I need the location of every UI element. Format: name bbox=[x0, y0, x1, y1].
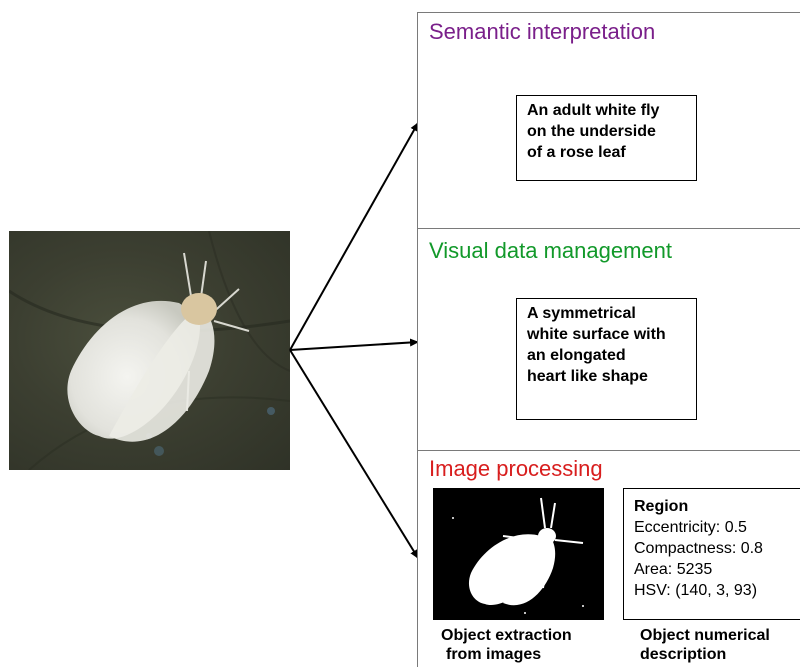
arrow-to-semantic bbox=[289, 122, 419, 351]
caption-line: Object extraction bbox=[441, 627, 572, 644]
visual-description-line: white surface with bbox=[527, 326, 666, 343]
visual-description-line: an elongated bbox=[527, 347, 626, 364]
region-description-box: Region Eccentricity: 0.5 Compactness: 0.… bbox=[623, 488, 800, 620]
region-compactness: Compactness: 0.8 bbox=[634, 540, 763, 557]
semantic-description-line: An adult white fly bbox=[527, 102, 660, 119]
visual-description-line: A symmetrical bbox=[527, 305, 636, 322]
semantic-interpretation-panel: Semantic interpretation An adult white f… bbox=[417, 12, 800, 229]
arrow-to-visual bbox=[289, 338, 419, 351]
visual-description-box: A symmetrical white surface with an elon… bbox=[516, 298, 697, 420]
region-title: Region bbox=[634, 498, 689, 515]
caption-line: description bbox=[640, 646, 727, 663]
caption-line: from images bbox=[446, 646, 542, 663]
caption-line: Object numerical bbox=[640, 627, 770, 644]
visual-data-management-heading: Visual data management bbox=[429, 238, 672, 263]
object-extraction-caption: Object extraction from images bbox=[441, 626, 572, 664]
arrow-to-processing bbox=[289, 349, 419, 559]
binary-segmentation-image bbox=[433, 488, 604, 620]
semantic-description-box: An adult white fly on the underside of a… bbox=[516, 95, 697, 181]
region-eccentricity: Eccentricity: 0.5 bbox=[634, 519, 747, 536]
region-hsv: HSV: (140, 3, 93) bbox=[634, 582, 758, 599]
region-area: Area: 5235 bbox=[634, 561, 713, 578]
semantic-interpretation-heading: Semantic interpretation bbox=[429, 19, 656, 44]
visual-description-line: heart like shape bbox=[527, 368, 648, 385]
visual-data-management-panel: Visual data management A symmetrical whi… bbox=[417, 229, 800, 451]
semantic-description-line: on the underside bbox=[527, 123, 656, 140]
image-processing-heading: Image processing bbox=[429, 456, 603, 481]
object-numerical-caption: Object numerical description bbox=[640, 626, 770, 664]
semantic-description-line: of a rose leaf bbox=[527, 144, 626, 161]
whitefly-photo bbox=[9, 231, 290, 470]
